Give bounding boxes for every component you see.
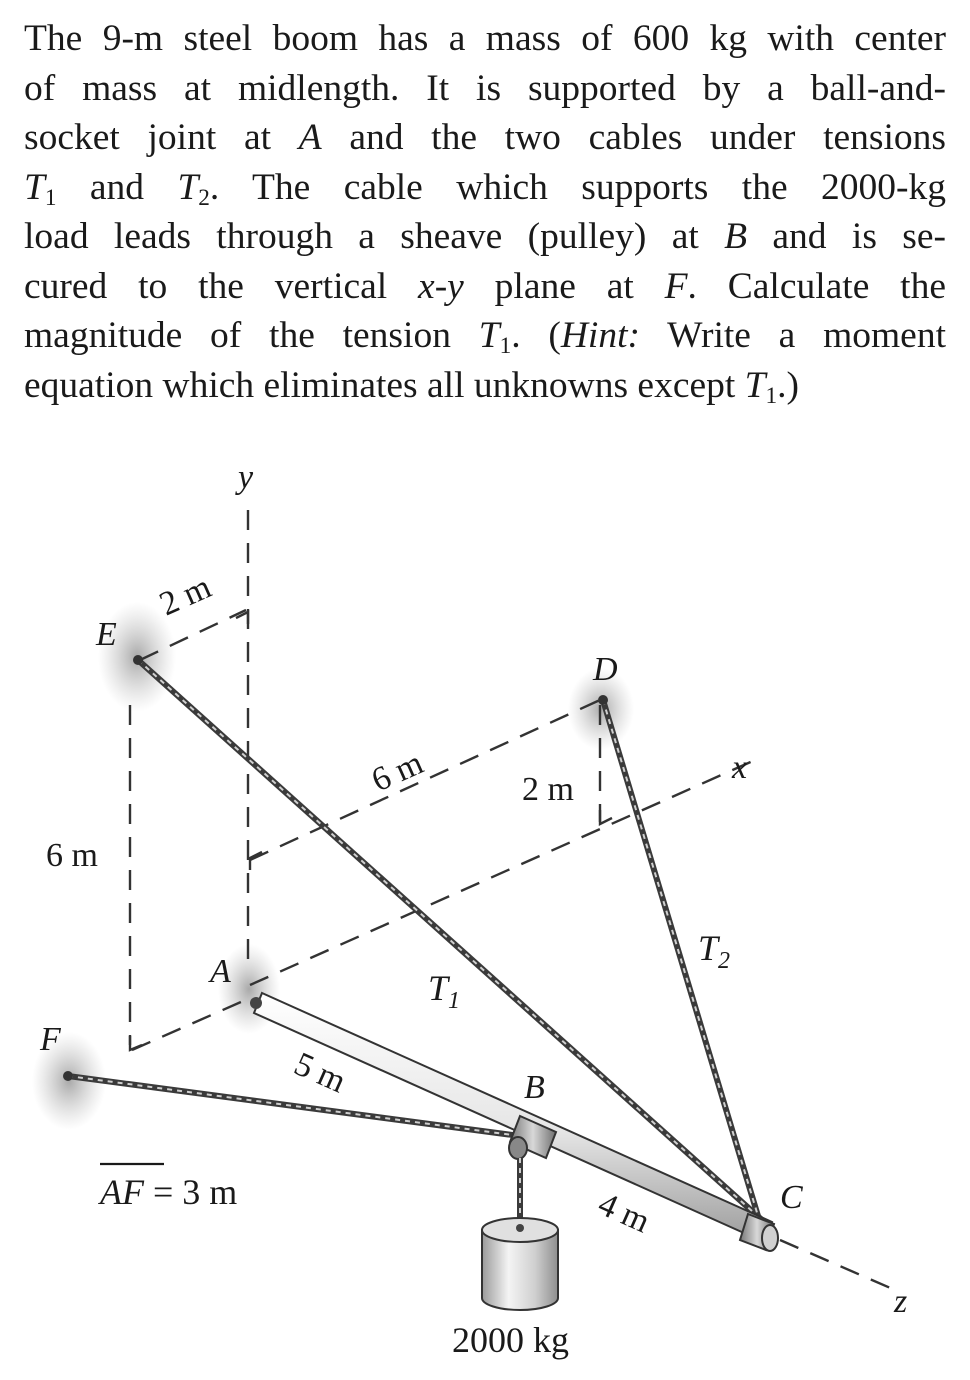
cables (67, 657, 765, 1223)
mass-cylinder (481, 1229, 559, 1311)
problem-line-7: magnitude of the tension T1. (Hint: Writ… (24, 315, 946, 359)
problem-line-2: of mass at midlength. It is supported by… (24, 67, 946, 109)
point-label-C: C (780, 1179, 803, 1216)
axis-label-y: y (235, 459, 254, 496)
collar-body (508, 1114, 558, 1160)
mass-label: 2000 kg (452, 1320, 569, 1360)
tension-label-T1: T1 (428, 968, 460, 1014)
x-axis-line (249, 758, 756, 987)
cable-FB-outer (67, 1073, 521, 1139)
tick-D-2m (598, 810, 613, 826)
wall-shading (32, 602, 634, 1130)
af-label: AF = 3 m (98, 1172, 237, 1212)
z-axis-line (779, 1238, 896, 1292)
anchor-points (63, 655, 608, 1081)
problem-line-4: T1 and T2. The cable which supports the … (24, 166, 946, 211)
tick-F-corner (128, 1036, 143, 1052)
point-label-D: D (592, 651, 618, 688)
tick-6m-corner (248, 850, 263, 870)
tension-label-T2: T2 (698, 928, 730, 974)
problem-line-6: cured to the vertical x-y plane at F. Ca… (24, 265, 946, 307)
end-cap-face (761, 1224, 779, 1252)
axis-label-x: x (731, 749, 747, 786)
mass-hook (516, 1224, 524, 1232)
point-label-A: A (208, 953, 231, 990)
point-label-B: B (524, 1069, 545, 1106)
anchor-D (598, 695, 608, 705)
figure-labels: y x z E D A F B C 2 m 6 m 2 m 6 m 5 m 4 … (39, 459, 907, 1360)
problem-line-3: socket joint at A and the two cables und… (24, 117, 947, 158)
cable-DC-outer (600, 699, 761, 1217)
problem-line-8: equation which eliminates all unknowns e… (24, 364, 800, 409)
dim-label-6m-left: 6 m (46, 837, 98, 874)
tick-E-2m (235, 610, 250, 624)
dim-line-A-F (131, 996, 251, 1052)
tick-marks (128, 610, 613, 1052)
dim-line-E-2m (139, 608, 247, 662)
cable-EC-outer (135, 657, 765, 1223)
axis-label-z: z (893, 1283, 907, 1320)
dim-label-4m: 4 m (593, 1186, 656, 1241)
hanging-load (481, 1158, 559, 1311)
pulley-wheel (508, 1136, 528, 1160)
dashed-lines (128, 510, 896, 1292)
dim-label-5m: 5 m (289, 1046, 352, 1101)
point-label-E: E (95, 616, 117, 653)
problem-line-5: load leads through a sheave (pulley) at … (24, 216, 946, 257)
anchor-F (63, 1071, 73, 1081)
boom (250, 991, 774, 1244)
problem-line-1: The 9-m steel boom has a mass of 600 kg … (24, 18, 946, 59)
end-cap-C (738, 1212, 779, 1252)
wall-patch-F (32, 1032, 106, 1130)
point-label-F: F (39, 1021, 62, 1058)
boom-body (252, 991, 774, 1244)
dim-label-6m-top: 6 m (366, 744, 429, 799)
sheave-collar-B (508, 1114, 558, 1160)
problem-statement: The 9-m steel boom has a mass of 600 kg … (24, 14, 946, 410)
joint-A (250, 997, 262, 1009)
dim-label-D-2m: 2 m (522, 771, 574, 808)
anchor-E (133, 655, 143, 665)
